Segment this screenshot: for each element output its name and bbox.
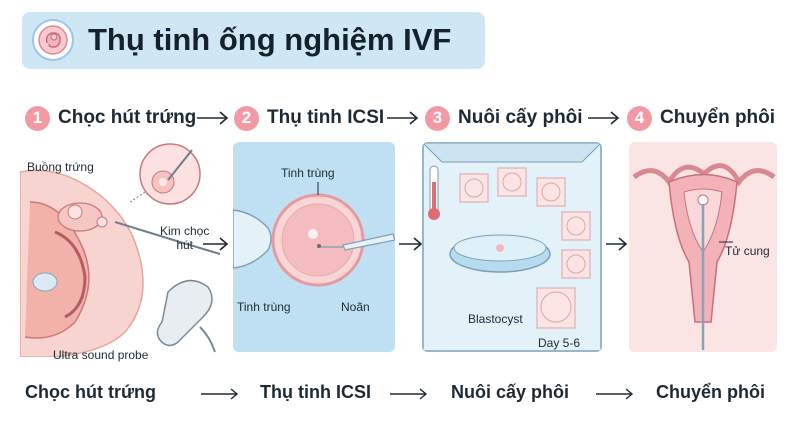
label-sperm-top: Tinh trùng [281,166,335,180]
step-number-badge: 2 [234,105,259,131]
arrow-right-icon [197,111,229,125]
bottom-label-2: Thụ tinh ICSI [260,382,371,402]
arrow-right-icon [399,237,423,251]
step-label: Thụ tinh ICSI [267,107,385,128]
panel-transfer: Tử cung [629,142,777,352]
panel-icsi: Tinh trùng Tinh trùng Noãn [233,142,395,352]
label-uterus: Tử cung [725,244,770,258]
step-4-header: 4 Chuyển phôi [627,104,775,132]
title-banner: Thụ tinh ống nghiệm IVF [22,12,485,69]
label-probe: Ultra sound probe [53,348,149,362]
arrow-right-icon [588,111,620,125]
bottom-label-1: Chọc hút trứng [25,382,157,402]
arrow-right-icon [390,388,428,400]
label-needle: Kim chọc hút [160,224,210,252]
step-number-badge: 1 [25,105,50,131]
arrow-right-icon [606,237,628,251]
step-label: Nuôi cấy phôi [458,107,583,128]
bottom-label-4: Chuyển phôi [656,382,765,402]
label-egg: Noãn [341,300,370,314]
arrow-right-icon [203,237,229,251]
page-title: Thụ tinh ống nghiệm IVF [88,22,452,57]
arrow-right-icon [596,388,634,400]
arrow-right-icon [201,388,239,400]
step-label: Chuyển phôi [660,107,776,128]
label-ovary: Buồng trứng [27,160,94,174]
panel-culture: Blastocyst Day 5-6 [422,142,602,352]
step-2-header: 2 Thụ tinh ICSI [234,104,384,132]
step-3-header: 3 Nuôi cấy phôi [425,104,583,132]
step-label: Chọc hút trứng [58,107,197,128]
step-1-header: 1 Chọc hút trứng [25,104,196,132]
label-day: Day 5-6 [538,336,581,350]
arrow-right-icon [387,111,419,125]
step-number-badge: 4 [627,105,652,131]
bottom-label-3: Nuôi cấy phôi [451,382,570,402]
embryo-icon [32,19,74,61]
label-sperm-bottom: Tinh trùng [237,300,291,314]
step-number-badge: 3 [425,105,450,131]
panel-egg-retrieval: Buồng trứng Kim chọc hút Ultra sound pro… [20,142,225,362]
label-blastocyst: Blastocyst [468,312,523,326]
